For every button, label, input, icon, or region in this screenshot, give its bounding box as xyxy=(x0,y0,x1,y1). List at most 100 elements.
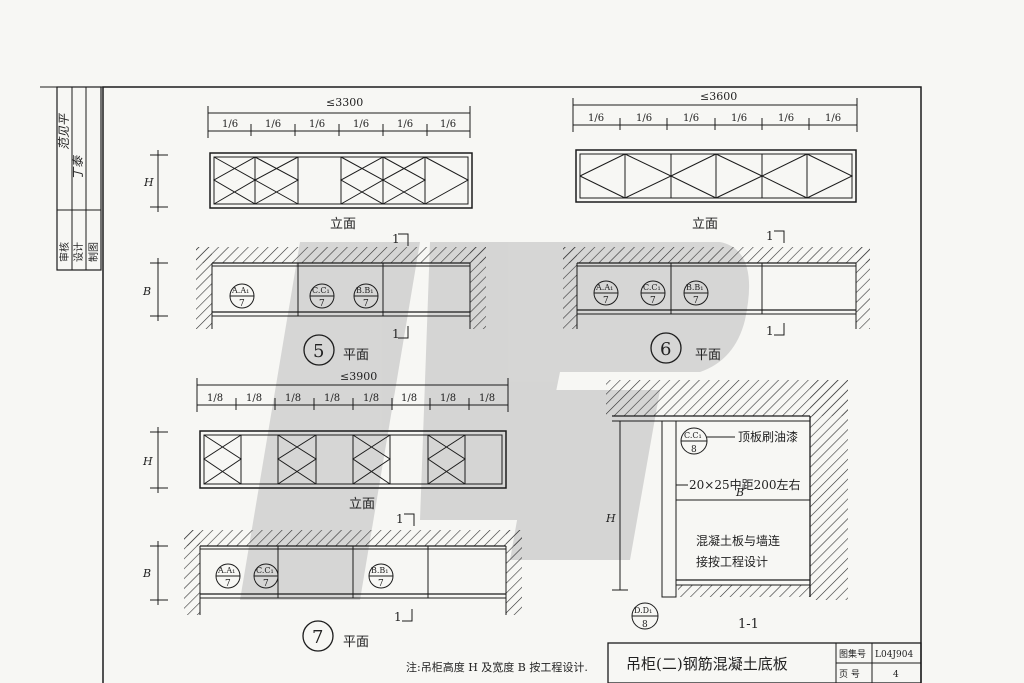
atlas-label: 图集号 xyxy=(839,648,866,660)
page-value: 4 xyxy=(893,670,899,680)
label-roof-paint: 顶板刷油漆 xyxy=(738,430,798,444)
section-marker: 1 xyxy=(396,512,404,526)
plan-label: 平面 xyxy=(695,348,721,363)
plan-view-7 xyxy=(184,530,522,615)
signature-block: 审核 设计 制图 范见平 丁泰 xyxy=(56,86,102,271)
plan-label: 平面 xyxy=(343,635,369,650)
elevation-label: 立面 xyxy=(330,217,356,232)
dim-fraction: 1/6 xyxy=(309,119,325,130)
svg-text:C.C₁: C.C₁ xyxy=(684,431,702,440)
footer-note: 注:吊柜高度 H 及宽度 B 按工程设计. xyxy=(406,660,588,674)
section-1-1: H B C.C₁ 8 顶板刷油漆 20×25中距200左右 混凝土板与墙连 接按… xyxy=(605,380,848,632)
note-concrete-2: 接按工程设计 xyxy=(696,554,768,569)
svg-text:7: 7 xyxy=(225,579,231,589)
dim-fraction: 1/6 xyxy=(353,119,369,130)
svg-text:7: 7 xyxy=(693,296,699,306)
dim-fraction: 1/8 xyxy=(363,393,379,404)
svg-text:C.C₁: C.C₁ xyxy=(643,283,661,292)
plan-number-circle xyxy=(302,620,334,652)
sidebar-role-2: 设计 xyxy=(72,242,85,262)
dim-fraction: 1/6 xyxy=(265,119,281,130)
detail-callout: A.A₁ 7 xyxy=(229,283,255,309)
elevation-cabinet-6 xyxy=(575,149,857,203)
plan-number: 6 xyxy=(660,339,671,360)
detail-callout: B.B₁ 7 xyxy=(353,283,379,309)
section-marker: 1 xyxy=(766,324,774,338)
detail-callout: D.D₁ 8 xyxy=(631,602,659,630)
plan-number-circle xyxy=(303,334,335,366)
panel-6: ≤3600 1/6 1/6 1/6 1/6 1/6 1/6 xyxy=(563,90,870,364)
height-label: H xyxy=(142,455,153,468)
sidebar-role-1: 审核 xyxy=(58,242,71,262)
dim-fraction: 1/8 xyxy=(401,393,417,404)
panel-7: ≤3900 1/8 1/8 1/8 1/8 1/8 1/8 1/8 1/8 H xyxy=(142,370,522,652)
detail-callout: C.C₁ 7 xyxy=(309,283,335,309)
svg-text:A.A₁: A.A₁ xyxy=(217,566,235,575)
sidebar-role-3: 制图 xyxy=(87,242,100,262)
atlas-value: L04J904 xyxy=(875,650,913,660)
plan-number: 5 xyxy=(313,341,324,362)
width-label: B xyxy=(142,567,151,580)
elevation-cabinet-5 xyxy=(209,152,473,209)
svg-text:8: 8 xyxy=(642,620,648,630)
sidebar-signature-2: 丁泰 xyxy=(71,154,85,180)
dim-overall-6: ≤3600 xyxy=(700,90,737,103)
svg-text:C.C₁: C.C₁ xyxy=(256,566,274,575)
svg-text:7: 7 xyxy=(363,299,369,309)
drawing-title: 吊柜(二)钢筋混凝土底板 xyxy=(626,655,788,673)
width-label: B xyxy=(142,285,151,298)
elevation-cabinet-7 xyxy=(199,430,507,489)
dim-overall-5: ≤3300 xyxy=(326,96,363,109)
detail-callout: B.B₁ 7 xyxy=(368,563,394,589)
plan-number-circle xyxy=(650,332,682,364)
page-label: 页 号 xyxy=(839,669,860,680)
svg-text:B.B₁: B.B₁ xyxy=(356,286,374,295)
section-marker: 1 xyxy=(392,232,400,246)
dim-fraction: 1/6 xyxy=(440,119,456,130)
plan-view-5 xyxy=(196,247,486,329)
section-height-label: H xyxy=(605,512,616,525)
dim-fraction: 1/6 xyxy=(683,113,699,124)
dim-fraction: 1/6 xyxy=(397,119,413,130)
section-width-label: B xyxy=(735,486,744,499)
dim-fraction: 1/6 xyxy=(825,113,841,124)
svg-text:7: 7 xyxy=(239,299,245,309)
elevation-label: 立面 xyxy=(349,497,375,512)
detail-callout: C.C₁ 7 xyxy=(640,280,666,306)
detail-callout: A.A₁ 7 xyxy=(215,563,241,589)
dim-fraction: 1/6 xyxy=(731,113,747,124)
title-block: 注:吊柜高度 H 及宽度 B 按工程设计. 吊柜(二)钢筋混凝土底板 图集号 L… xyxy=(406,642,922,683)
svg-text:7: 7 xyxy=(378,579,384,589)
plan-number: 7 xyxy=(312,627,323,648)
detail-callout: C.C₁ 7 xyxy=(253,563,279,589)
svg-text:A.A₁: A.A₁ xyxy=(595,283,613,292)
section-label: 1-1 xyxy=(738,617,759,632)
plan-view-6 xyxy=(563,247,870,329)
svg-text:C.C₁: C.C₁ xyxy=(312,286,330,295)
svg-text:B.B₁: B.B₁ xyxy=(686,283,704,292)
dim-fraction: 1/8 xyxy=(440,393,456,404)
detail-callout: C.C₁ 8 xyxy=(680,427,708,455)
dim-fraction: 1/6 xyxy=(778,113,794,124)
dim-fraction: 1/6 xyxy=(636,113,652,124)
detail-callout: B.B₁ 7 xyxy=(683,280,709,306)
elevation-label: 立面 xyxy=(692,217,718,232)
dim-fraction: 1/8 xyxy=(479,393,495,404)
svg-text:8: 8 xyxy=(691,445,697,455)
section-marker: 1 xyxy=(394,610,402,624)
detail-callout: A.A₁ 7 xyxy=(593,280,619,306)
dim-fraction: 1/8 xyxy=(285,393,301,404)
note-concrete-1: 混凝土板与墙连 xyxy=(696,533,780,548)
dim-fraction: 1/8 xyxy=(207,393,223,404)
svg-text:7: 7 xyxy=(603,296,609,306)
sidebar-signature-1: 范见平 xyxy=(57,112,71,150)
panel-5: ≤3300 1/6 1/6 1/6 1/6 1/6 1/6 H xyxy=(142,96,486,366)
svg-text:7: 7 xyxy=(263,579,269,589)
svg-text:D.D₁: D.D₁ xyxy=(634,606,652,615)
svg-text:7: 7 xyxy=(650,296,656,306)
svg-text:B.B₁: B.B₁ xyxy=(371,566,389,575)
dim-fraction: 1/8 xyxy=(246,393,262,404)
section-marker: 1 xyxy=(392,327,400,341)
dim-fraction: 1/6 xyxy=(588,113,604,124)
